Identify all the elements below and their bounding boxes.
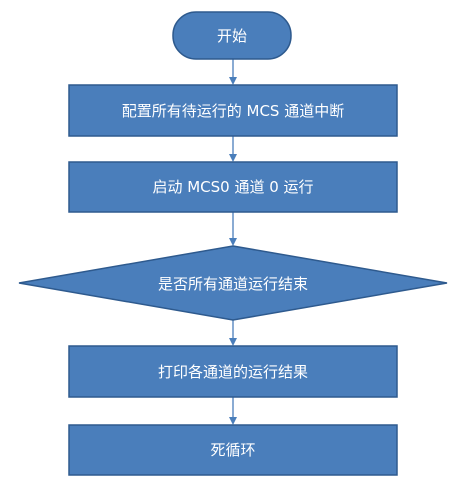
arrow-launch-to-decision bbox=[229, 212, 237, 246]
arrow-config-to-launch bbox=[229, 136, 237, 162]
infinite-loop-label: 死循环 bbox=[210, 441, 255, 459]
arrow-decision-to-print bbox=[229, 320, 237, 346]
launch-channel-label: 启动 MCS0 通道 0 运行 bbox=[152, 178, 313, 196]
start-node-label: 开始 bbox=[217, 27, 247, 45]
decision-node: 是否所有通道运行结束 bbox=[18, 245, 448, 321]
start-node: 开始 bbox=[172, 11, 292, 60]
arrow-start-to-config bbox=[229, 59, 237, 85]
launch-channel-node: 启动 MCS0 通道 0 运行 bbox=[68, 161, 398, 213]
print-results-node: 打印各通道的运行结果 bbox=[68, 345, 398, 398]
config-interrupts-label: 配置所有待运行的 MCS 通道中断 bbox=[122, 102, 344, 120]
decision-label: 是否所有通道运行结束 bbox=[158, 275, 308, 293]
print-results-label: 打印各通道的运行结果 bbox=[158, 363, 308, 381]
arrow-print-to-loop bbox=[229, 397, 237, 425]
flow-edges bbox=[229, 59, 237, 425]
config-interrupts-node: 配置所有待运行的 MCS 通道中断 bbox=[68, 84, 398, 137]
infinite-loop-node: 死循环 bbox=[68, 424, 398, 476]
